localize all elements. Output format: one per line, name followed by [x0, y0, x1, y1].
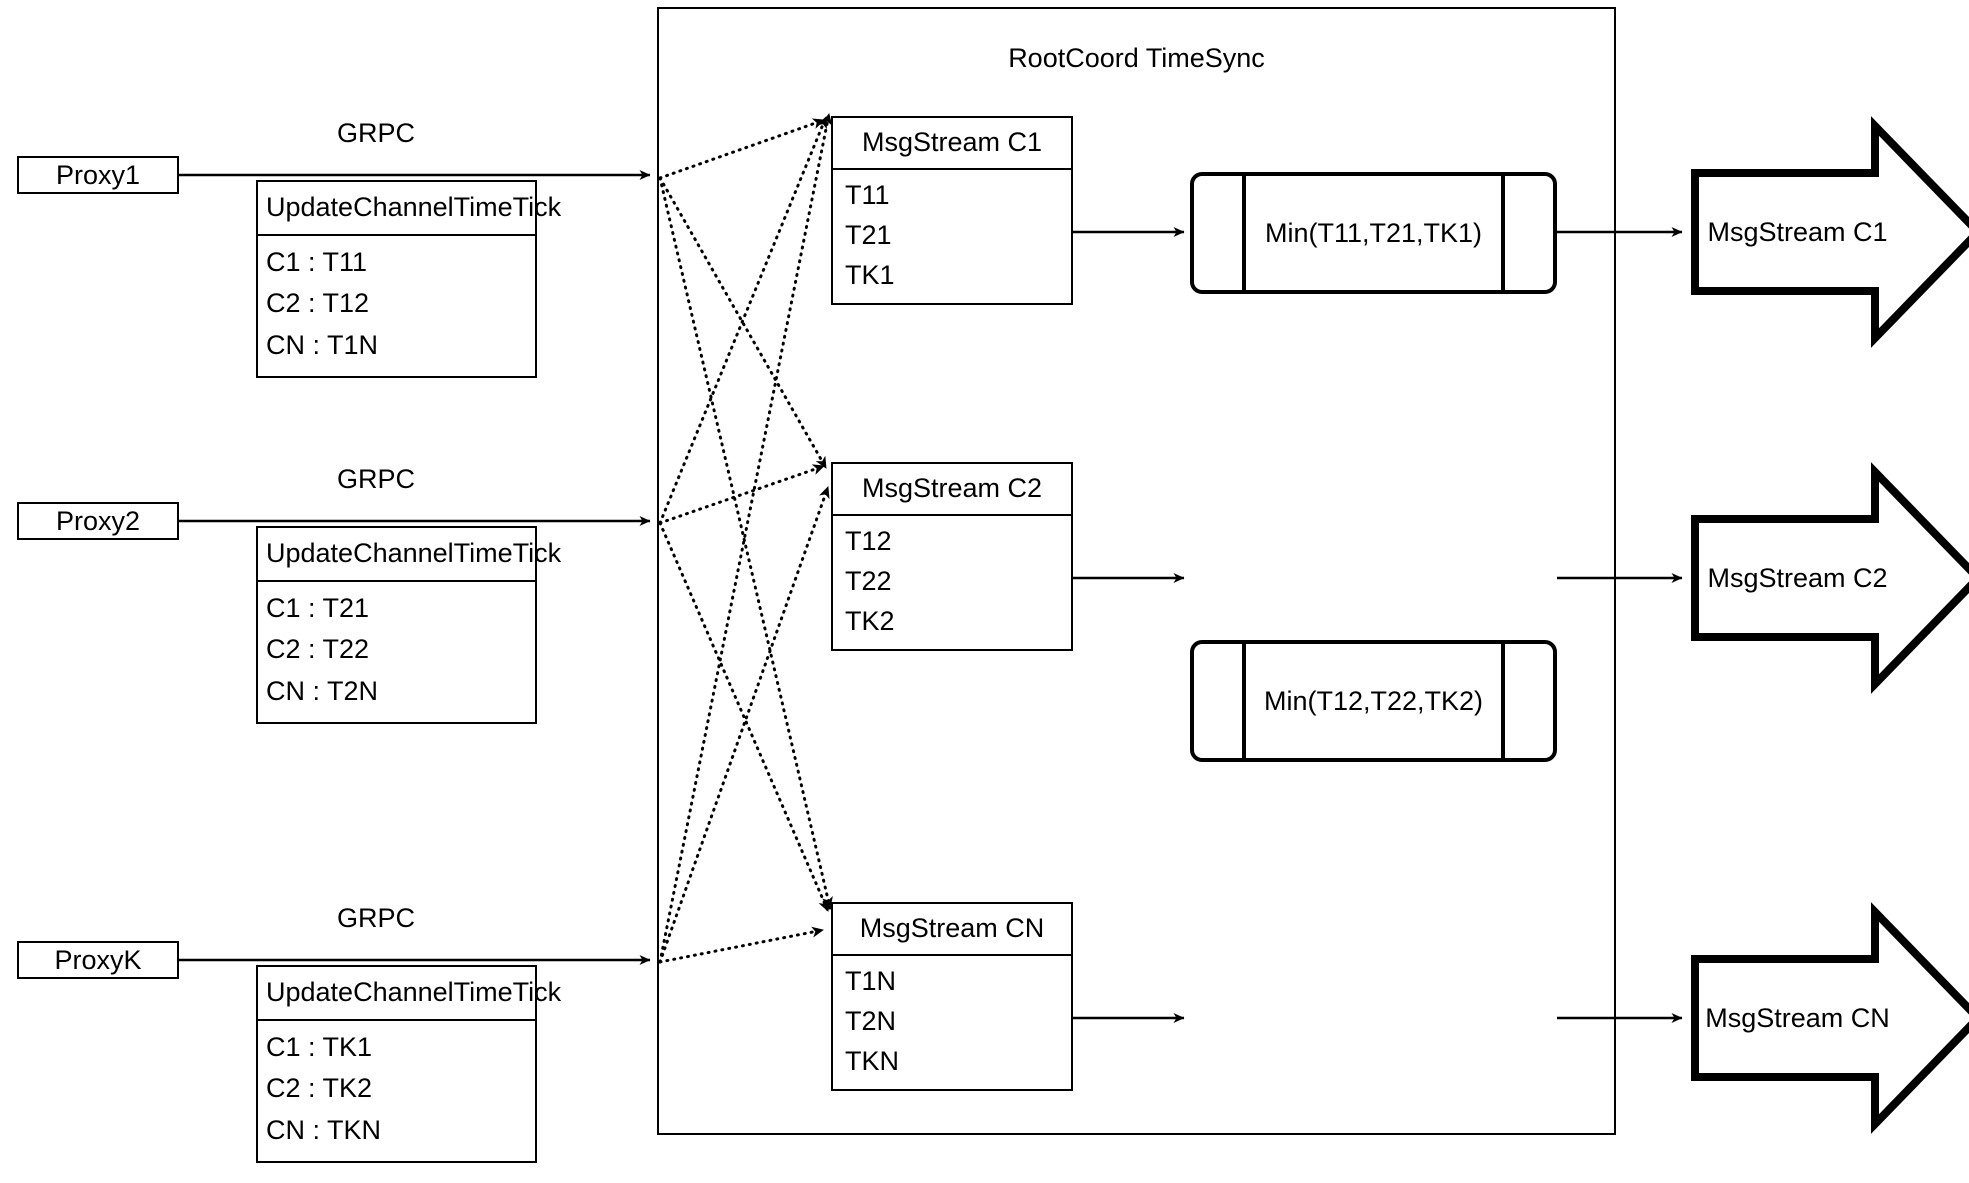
tick-table-header: UpdateChannelTimeTick	[258, 528, 561, 582]
rootcoord-timesync-title: RootCoord TimeSync	[1008, 43, 1265, 73]
msgstream-header: MsgStream C1	[833, 118, 1071, 170]
msgstream-row: T11	[845, 180, 890, 211]
msgstream-table-c2: MsgStream C2 T12 T22 TK2	[831, 462, 1073, 651]
min-box-c1: Min(T11,T21,TK1)	[1190, 172, 1557, 294]
grpc-label-1: GRPC	[336, 118, 415, 148]
update-channel-timetick-table-2: UpdateChannelTimeTick C1 : T21 C2 : T22 …	[256, 526, 561, 724]
tick-table-body: C1 : TK1 C2 : TK2 CN : TKN	[258, 1021, 535, 1161]
min-divider-right	[1501, 643, 1505, 759]
msgstream-row: TKN	[845, 1045, 899, 1076]
msgstream-row: TK2	[845, 605, 895, 636]
tick-table-body: C1 : T21 C2 : T22 CN : T2N	[258, 582, 535, 722]
msgstream-table-c1: MsgStream C1 T11 T21 TK1	[831, 116, 1073, 305]
msgstream-row: T21	[845, 219, 892, 250]
proxy-box-k[interactable]: ProxyK	[17, 941, 179, 979]
min-box-label: Min(T11,T21,TK1)	[1264, 217, 1483, 248]
msgstream-table-cn: MsgStream CN T1N T2N TKN	[831, 902, 1073, 1091]
tick-row: C1 : T21	[266, 593, 370, 624]
update-channel-timetick-table-1: UpdateChannelTimeTick C1 : T11 C2 : T12 …	[256, 180, 561, 378]
output-arrow-label: MsgStream C2	[1707, 562, 1888, 593]
min-divider-left	[1242, 175, 1246, 291]
msgstream-row: T22	[845, 565, 892, 596]
tick-table-body: C1 : T11 C2 : T12 CN : T1N	[258, 236, 535, 376]
min-box-c2: Min(T12,T22,TK2)	[1190, 640, 1557, 762]
tick-row: CN : TKN	[266, 1114, 382, 1145]
tick-table-header: UpdateChannelTimeTick	[258, 182, 561, 236]
grpc-label-3: GRPC	[336, 903, 415, 933]
output-block-arrow-c2: MsgStream C2	[1690, 462, 1969, 694]
tick-row: C2 : T12	[266, 288, 370, 319]
min-divider-left	[1242, 643, 1246, 759]
msgstream-header: MsgStream C2	[833, 464, 1071, 516]
proxy-label: ProxyK	[54, 944, 142, 975]
proxy-box-1[interactable]: Proxy1	[17, 156, 179, 194]
msgstream-body: T12 T22 TK2	[833, 516, 1071, 649]
rootcoord-timesync-container	[657, 7, 1616, 1135]
tick-row: C2 : TK2	[266, 1073, 373, 1104]
proxy-box-2[interactable]: Proxy2	[17, 502, 179, 540]
msgstream-row: T12	[845, 526, 892, 557]
proxy-label: Proxy1	[55, 159, 141, 190]
output-arrow-label: MsgStream CN	[1705, 1002, 1890, 1033]
msgstream-row: T1N	[845, 966, 897, 997]
min-box-label: Min(T12,T22,TK2)	[1263, 685, 1484, 716]
output-arrow-label: MsgStream C1	[1707, 216, 1888, 247]
proxy-label: Proxy2	[55, 505, 141, 536]
grpc-label-2: GRPC	[336, 464, 415, 494]
min-divider-right	[1501, 175, 1505, 291]
msgstream-row: TK1	[845, 259, 895, 290]
tick-table-header: UpdateChannelTimeTick	[258, 967, 561, 1021]
msgstream-header: MsgStream CN	[833, 904, 1071, 956]
tick-row: CN : T1N	[266, 329, 379, 360]
msgstream-row: T2N	[845, 1005, 897, 1036]
msgstream-body: T1N T2N TKN	[833, 956, 1071, 1089]
tick-row: CN : T2N	[266, 675, 379, 706]
output-block-arrow-c1: MsgStream C1	[1690, 116, 1969, 348]
update-channel-timetick-table-3: UpdateChannelTimeTick C1 : TK1 C2 : TK2 …	[256, 965, 561, 1163]
output-block-arrow-cn: MsgStream CN	[1690, 902, 1969, 1134]
msgstream-body: T11 T21 TK1	[833, 170, 1071, 303]
tick-row: C1 : TK1	[266, 1032, 373, 1063]
tick-row: C1 : T11	[266, 247, 368, 278]
tick-row: C2 : T22	[266, 634, 370, 665]
